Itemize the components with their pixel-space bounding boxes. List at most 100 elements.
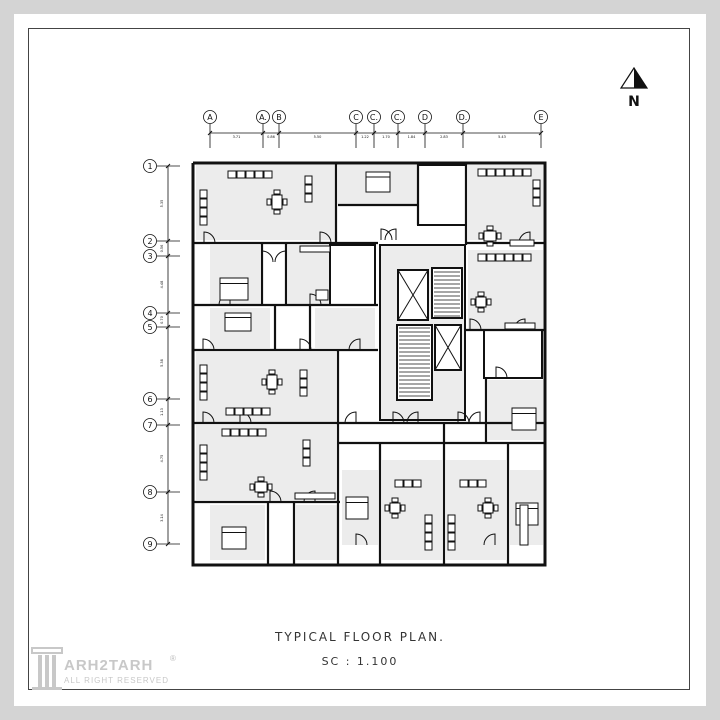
sofa-icon [199,364,208,401]
grid-column-bubble [391,110,405,124]
grid-row-bubble [143,392,157,406]
grid-row-bubble [143,320,157,334]
row-dimension: 0.70 [160,316,164,324]
row-dimension: 3.14 [160,513,164,522]
sofa-icon [477,253,532,262]
grid-row-label: 5 [147,323,152,332]
counter-icon [315,289,329,301]
dining-table-icon [384,497,406,519]
grid-column-label: A [207,113,213,122]
row-dimension: 4.75 [160,455,164,463]
door-icon [348,338,361,351]
door-icon [319,231,332,244]
grid-row-label: 6 [147,395,152,404]
grid-column-bubble [367,110,381,124]
grid-column-label: C. [394,113,402,122]
sofa-icon [221,428,267,437]
sofa-icon [199,444,208,481]
grid-row-bubble [143,306,157,320]
stair-treads [399,271,460,397]
dining-table-icon [477,497,499,519]
logo-name: ARH2TARH [64,657,154,674]
grid-row-bubble [143,249,157,263]
door-icon [269,490,282,503]
counter-icon [504,322,536,330]
grid-column-bubble [256,110,270,124]
grid-column-label: A. [259,113,267,122]
column-dimension: 5.43 [498,135,506,139]
door-icon [299,338,312,351]
column-dimension: 1.70 [382,135,390,139]
door-icon [261,250,274,263]
grid-row-label: 3 [147,252,152,261]
light-wells [329,164,543,379]
drawing-sheet [14,14,706,706]
drawing-scale: SC : 1.100 [321,655,399,668]
door-icon [274,250,287,263]
grid-column-bubble [272,110,286,124]
dining-table-icon [470,291,492,313]
grid-column-bubble [418,110,432,124]
grid-column-label: B [276,113,282,122]
grid-row-label: 2 [147,237,152,246]
watermark-logo: ARH2TARH ALL RIGHT RESERVED ® [30,640,190,700]
row-dimension: 5.35 [160,200,164,208]
sofa-icon [424,514,433,551]
furniture [199,168,541,551]
dining-table-icon [261,369,283,395]
column-dimension: 2.83 [440,135,448,139]
stair-core [379,244,466,421]
sofa-icon [302,439,311,467]
row-dimension: 4.48 [160,281,164,289]
grid-column-label: C. [370,113,378,122]
column-dimension: 5.50 [314,135,322,139]
grid-row-bubble [143,234,157,248]
registered-mark: ® [170,654,176,663]
row-dimension: 1.13 [160,408,164,416]
bed-icon [511,407,537,431]
door-icon [468,411,481,424]
sofa-icon [394,479,422,488]
column-dimension: 1.84 [408,135,417,139]
counter-icon [299,245,331,253]
bed-icon [221,526,247,550]
grid-row-label: 8 [147,488,152,497]
sofa-icon [225,407,271,416]
logo-subtitle: ALL RIGHT RESERVED [64,676,169,685]
grid-row-label: 4 [147,309,152,318]
drawing-border [28,28,690,690]
grid-row-label: 1 [147,162,152,171]
sofa-icon [447,514,456,551]
grid-row-bubble [143,159,157,173]
grid-column-bubble [534,110,548,124]
row-dimension: 5.38 [160,359,164,367]
north-label: N [628,94,640,110]
door-icon [203,231,216,244]
sofa-icon [299,369,308,397]
dining-table-icon [266,189,288,215]
dining-table-icon [249,476,273,498]
bed-icon [219,277,249,301]
grid-row-bubble [143,485,157,499]
sofa-icon [477,168,532,177]
exterior-walls [191,161,547,567]
grid-column-label: E [538,113,543,122]
grid-column-label: D. [459,113,468,122]
bed-icon [365,171,391,193]
door-icon [202,411,215,424]
bed-icon [345,496,369,520]
column-dimension: 3.71 [233,135,241,139]
sofa-icon [304,175,313,203]
counter-icon [519,504,529,546]
counter-icon [294,492,336,500]
grid-row-label: 9 [147,540,152,549]
grid-column-label: C [353,113,359,122]
grid-column-bubble [203,110,217,124]
door-icon [469,318,482,331]
sofa-icon [459,479,487,488]
sofa-icon [227,170,273,179]
door-icon [344,411,357,424]
counter-icon [509,239,535,247]
